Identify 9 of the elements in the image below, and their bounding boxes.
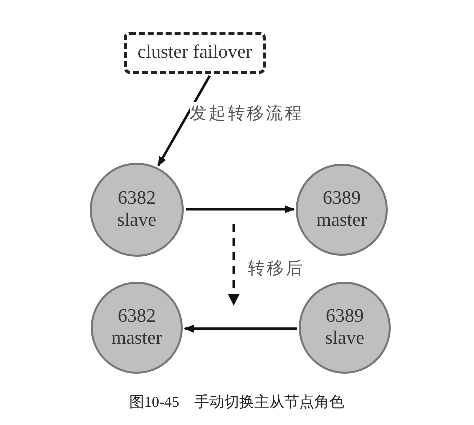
arrow <box>184 324 297 333</box>
node-circle: 6389 slave <box>299 282 391 374</box>
arrow <box>157 75 212 167</box>
node-circle: 6382 slave <box>90 163 184 257</box>
command-box: cluster failover <box>124 32 266 74</box>
node-circle: 6382 master <box>91 282 183 374</box>
arrow <box>186 206 295 214</box>
node-circle: 6389 master <box>296 164 388 256</box>
figure-caption: 图10-45 手动切换主从节点角色 <box>128 393 346 412</box>
